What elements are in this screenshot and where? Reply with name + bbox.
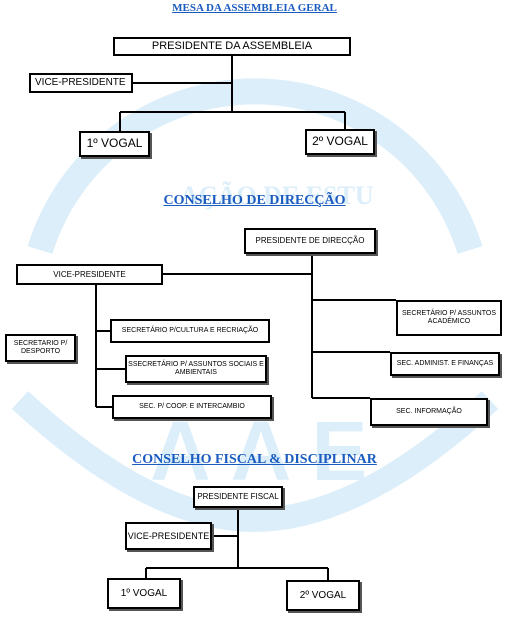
heading-direccao: CONSELHO DE DIRECÇÃO [163,193,346,208]
box-secretario-sociais: SSECRETÁRIO P/ ASSUNTOS SOCIAIS E AMBIEN… [125,355,267,383]
heading-assembleia: MESA DA ASSEMBLEIA GERAL [172,2,337,14]
box-sec-financas: SEC. ADMINIST. E FINANÇAS [390,352,500,376]
box-secretario-cultura: SECRETÁRIO P/CULTURA E RECRIAÇÃO [110,319,270,343]
box-vice-presidente-assembleia: VICE-PRESIDENTE [29,73,133,93]
box-vogal-1-assembleia: 1º VOGAL [79,131,150,157]
watermark-text: AÇÃO DE ESTU [180,181,374,210]
heading-fiscal: CONSELHO FISCAL & DISCIPLINAR [132,452,377,467]
box-vice-presidente-direccao: VICE-PRESIDENTE [16,264,163,285]
box-vogal-1-fiscal: 1º VOGAL [107,578,181,609]
box-presidente-assembleia: PRESIDENTE DA ASSEMBLEIA [113,37,351,56]
box-secretario-desporto: SECRETARIO P/ DESPORTO [5,334,76,362]
box-sec-informacao: SEC. INFORMAÇÃO [370,398,488,426]
box-presidente-direccao: PRESIDENTE DE DIRECÇÃO [244,228,376,254]
box-vice-presidente-fiscal: VICE-PRESIDENTE [125,522,212,550]
box-presidente-fiscal: PRESIDENTE FISCAL [193,486,283,508]
box-secretario-academico: SECRETÁRIO P/ ASSUNTOS ACADÉMICO [396,300,502,336]
box-secretario-coop: SEC. P/ COOP. E INTERCAMBIO [112,395,272,419]
box-vogal-2-fiscal: 2º VOGAL [286,580,360,611]
box-vogal-2-assembleia: 2º VOGAL [305,129,375,155]
watermark-letters: AAE [150,404,387,498]
